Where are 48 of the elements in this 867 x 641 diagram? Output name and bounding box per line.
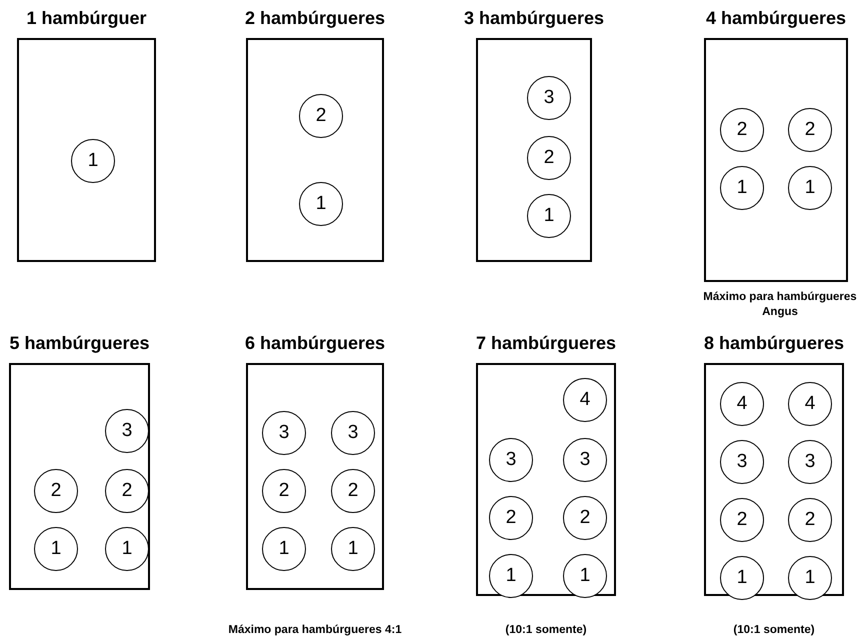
patty-circle: 1: [105, 527, 149, 571]
patty-circle: 1: [720, 556, 764, 600]
patty-circle: 2: [105, 469, 149, 513]
heading: 6 hambúrgueres: [244, 333, 386, 354]
heading: 5 hambúrgueres: [9, 333, 150, 354]
patty-circle: 4: [720, 382, 764, 426]
patty-circle: 2: [788, 108, 832, 152]
patty-circle: 1: [299, 182, 343, 226]
heading: 8 hambúrgueres: [704, 333, 844, 354]
patty-circle: 3: [331, 411, 375, 455]
patty-circle: 3: [262, 411, 306, 455]
patty-circle: 3: [788, 440, 832, 484]
note-text: Máximo para hambúrgueres Angus: [702, 290, 858, 320]
patty-circle: 3: [489, 438, 533, 482]
patty-circle: 1: [788, 556, 832, 600]
patty-circle: 2: [527, 136, 571, 180]
patty-circle: 2: [720, 108, 764, 152]
note-text: (10:1 somente): [504, 623, 588, 638]
patty-circle: 2: [34, 469, 78, 513]
patty-circle: 1: [527, 194, 571, 238]
patty-circle: 3: [720, 440, 764, 484]
patty-circle: 2: [489, 496, 533, 540]
patty-circle: 2: [788, 498, 832, 542]
note-text: (10:1 somente): [732, 623, 816, 638]
patty-circle: 2: [331, 469, 375, 513]
patty-circle: 2: [262, 469, 306, 513]
patty-circle: 3: [105, 409, 149, 453]
patty-circle: 2: [299, 94, 343, 138]
note-text: Máximo para hambúrgueres 4:1: [227, 623, 403, 638]
patty-circle: 1: [788, 166, 832, 210]
patty-circle: 1: [563, 554, 607, 598]
patty-circle: 1: [262, 527, 306, 571]
patty-circle: 1: [331, 527, 375, 571]
heading: 4 hambúrgueres: [706, 8, 846, 29]
patty-circle: 1: [489, 554, 533, 598]
patty-circle: 1: [720, 166, 764, 210]
patty-circle: 2: [563, 496, 607, 540]
patty-circle: 4: [788, 382, 832, 426]
heading: 2 hambúrgueres: [244, 8, 386, 29]
heading: 3 hambúrgueres: [464, 8, 604, 29]
patty-circle: 1: [34, 527, 78, 571]
patty-circle: 3: [563, 438, 607, 482]
heading: 1 hambúrguer: [26, 8, 147, 29]
patty-circle: 1: [71, 139, 115, 183]
heading: 7 hambúrgueres: [476, 333, 616, 354]
patty-circle: 3: [527, 76, 571, 120]
patty-circle: 2: [720, 498, 764, 542]
patty-circle: 4: [563, 378, 607, 422]
